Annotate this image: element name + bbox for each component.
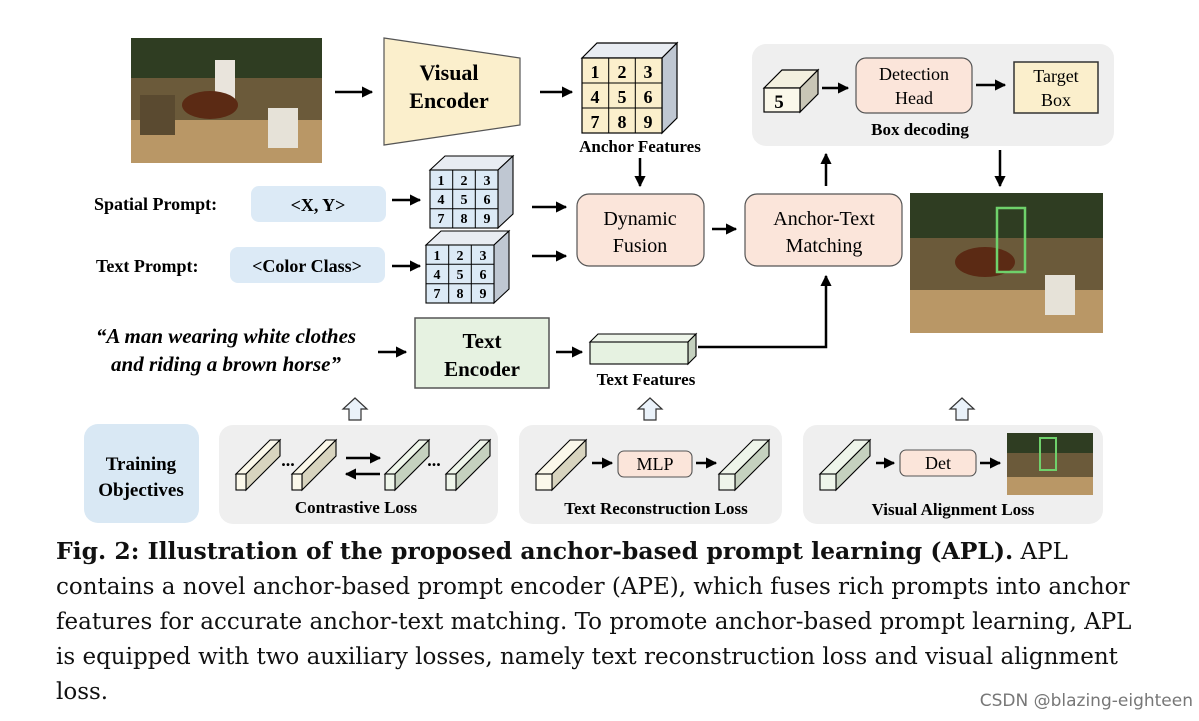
- caption-body: APL contains a novel anchor-based prompt…: [56, 539, 1132, 705]
- svg-text:7: 7: [434, 287, 441, 302]
- text-prompt-value-box: [230, 247, 385, 283]
- output-photo-with-box: [910, 193, 1103, 333]
- svg-text:Box: Box: [1041, 90, 1071, 110]
- svg-text:6: 6: [644, 87, 653, 107]
- svg-text:4: 4: [591, 87, 600, 107]
- text-prompt-label: Text Prompt:: [96, 256, 199, 276]
- svg-text:7: 7: [438, 212, 445, 227]
- anchor-features-label: Anchor Features: [579, 137, 701, 156]
- svg-text:7: 7: [591, 112, 600, 132]
- svg-text:2: 2: [457, 249, 464, 264]
- text-prompt-grid-numbers: 1 2 3 4 5 6 7 8 9: [434, 249, 487, 302]
- svg-text:4: 4: [434, 268, 441, 283]
- svg-text:6: 6: [480, 268, 487, 283]
- svg-text:2: 2: [461, 174, 468, 189]
- visual-encoder-label-1: Visual: [419, 60, 478, 85]
- visual-encoder-label-2: Encoder: [409, 88, 489, 113]
- contrastive-features: [234, 438, 492, 492]
- text-reconstruction-loss-label: Text Reconstruction Loss: [564, 499, 748, 518]
- svg-text:...: ...: [281, 450, 295, 470]
- anchor-grid-numbers: 1 2 3 4 5 6 7 8 9: [591, 62, 653, 132]
- anchor-text-matching-box: [744, 193, 903, 267]
- svg-text:9: 9: [480, 287, 487, 302]
- text-encoder-box: [414, 317, 550, 389]
- visual-alignment-loss-label: Visual Alignment Loss: [872, 500, 1035, 519]
- text-features-bar: [588, 332, 698, 366]
- box-decoding-label: Box decoding: [871, 120, 969, 139]
- svg-text:9: 9: [484, 212, 491, 227]
- svg-text:5: 5: [461, 193, 468, 208]
- reconstruction-features: [534, 438, 771, 492]
- svg-text:3: 3: [480, 249, 487, 264]
- svg-text:3: 3: [644, 62, 653, 82]
- detection-head-box: [855, 57, 973, 114]
- training-objectives-box: [84, 424, 199, 523]
- alignment-photo: [1007, 433, 1093, 495]
- svg-text:Head: Head: [895, 88, 933, 108]
- anchor-index-label: 5: [774, 92, 784, 113]
- text-prompt-value: <Color Class>: [252, 256, 362, 276]
- svg-text:Objectives: Objectives: [98, 480, 183, 501]
- text-prompt-cube: [424, 229, 511, 305]
- spatial-grid-numbers: 1 2 3 4 5 6 7 8 9: [438, 174, 491, 227]
- svg-text:...: ...: [427, 450, 441, 470]
- svg-text:5: 5: [618, 87, 627, 107]
- svg-text:5: 5: [457, 268, 464, 283]
- svg-text:Dynamic: Dynamic: [603, 208, 676, 230]
- svg-text:1: 1: [434, 249, 441, 264]
- query-sentence-line-1: “A man wearing white clothes: [96, 324, 356, 348]
- svg-text:8: 8: [457, 287, 464, 302]
- svg-text:Text: Text: [463, 329, 502, 353]
- figure-diagram: Visual Encoder 1 2 3 4 5 6 7 8 9 Anchor …: [84, 37, 1114, 524]
- target-box: [1013, 61, 1099, 114]
- svg-text:8: 8: [461, 212, 468, 227]
- spatial-prompt-cube: [428, 154, 515, 230]
- spatial-prompt-label: Spatial Prompt:: [94, 194, 217, 214]
- svg-text:Encoder: Encoder: [444, 357, 520, 381]
- spatial-prompt-value-box: [251, 186, 386, 222]
- query-sentence-line-2: and riding a brown horse”: [111, 352, 341, 376]
- spatial-prompt-value: <X, Y>: [291, 195, 346, 215]
- watermark: CSDN @blazing-eighteen: [979, 691, 1193, 711]
- det-label: Det: [925, 453, 951, 473]
- visual-encoder-block: [383, 37, 521, 146]
- svg-text:1: 1: [591, 62, 600, 82]
- svg-text:3: 3: [484, 174, 491, 189]
- svg-text:Anchor-Text: Anchor-Text: [773, 208, 875, 230]
- figure-caption: Fig. 2: Illustration of the proposed anc…: [56, 534, 1156, 710]
- svg-text:Fusion: Fusion: [613, 235, 667, 257]
- det-box: [899, 449, 977, 477]
- svg-text:9: 9: [644, 112, 653, 132]
- svg-text:Target: Target: [1033, 66, 1078, 86]
- svg-text:Training: Training: [106, 454, 177, 475]
- alignment-features: [818, 438, 872, 492]
- svg-text:8: 8: [618, 112, 627, 132]
- svg-text:Matching: Matching: [786, 235, 863, 257]
- anchor-index-cube: [762, 68, 820, 114]
- svg-text:6: 6: [484, 193, 491, 208]
- up-arrow-icons: [341, 397, 976, 421]
- svg-text:4: 4: [438, 193, 445, 208]
- input-photo-jousting: [131, 38, 322, 163]
- svg-text:2: 2: [618, 62, 627, 82]
- svg-text:Detection: Detection: [879, 64, 949, 84]
- caption-title: Fig. 2: Illustration of the proposed anc…: [56, 537, 1014, 565]
- mlp-label: MLP: [636, 454, 673, 474]
- contrastive-loss-label: Contrastive Loss: [295, 498, 418, 517]
- dynamic-fusion-box: [576, 193, 705, 267]
- mlp-box: [617, 450, 693, 478]
- anchor-features-cube: [580, 41, 679, 135]
- text-features-label: Text Features: [597, 370, 696, 389]
- svg-text:1: 1: [438, 174, 445, 189]
